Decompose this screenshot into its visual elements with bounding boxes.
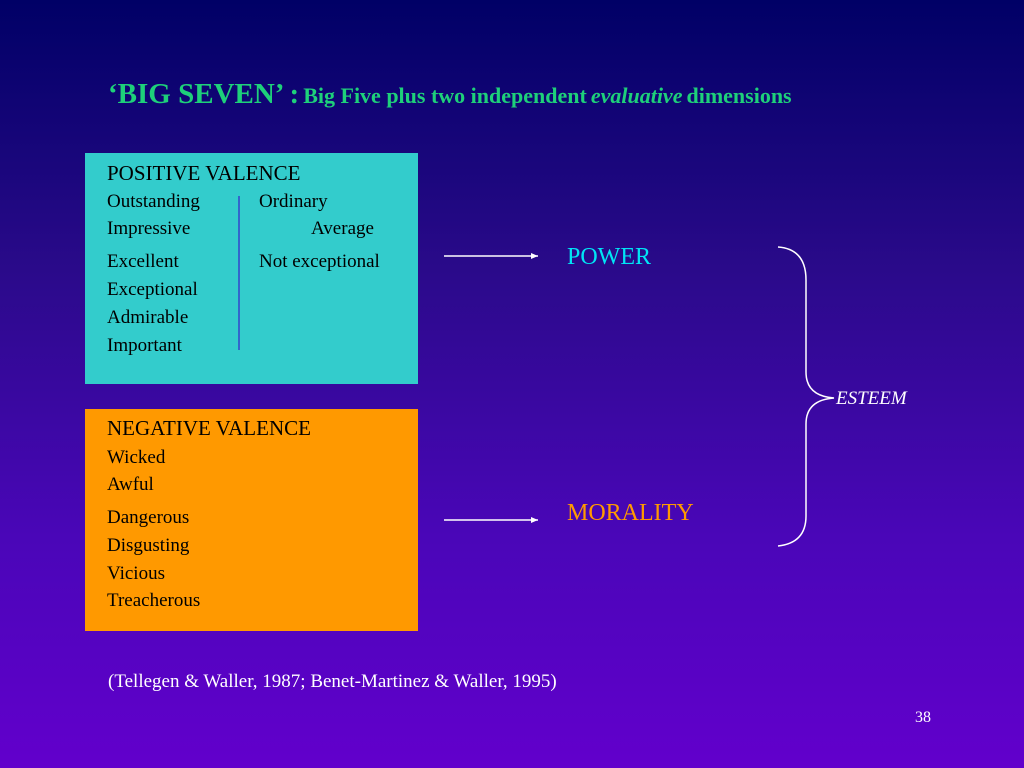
- positive-word-excellent: Excellent: [107, 251, 179, 272]
- negative-valence-box: NEGATIVE VALENCE Wicked Awful Dangerous …: [85, 409, 418, 631]
- citation: (Tellegen & Waller, 1987; Benet-Martinez…: [108, 671, 557, 692]
- negative-word-dangerous: Dangerous: [107, 507, 190, 528]
- positive-word-admirable: Admirable: [107, 307, 189, 328]
- title-sub-emphasis: evaluative: [590, 83, 683, 108]
- negative-word-treacherous: Treacherous: [107, 590, 201, 611]
- morality-label: MORALITY: [567, 500, 694, 526]
- positive-word-outstanding: Outstanding: [107, 191, 200, 212]
- neutral-word-not-exceptional: Not exceptional: [259, 251, 380, 272]
- neutral-word-ordinary: Ordinary: [259, 191, 328, 212]
- positive-valence-heading: POSITIVE VALENCE: [107, 161, 301, 185]
- power-label: POWER: [567, 244, 651, 270]
- neutral-word-average: Average: [311, 218, 374, 239]
- negative-word-awful: Awful: [107, 474, 154, 495]
- slide-title: ‘BIG SEVEN’ : Big Five plus two independ…: [108, 78, 792, 111]
- positive-valence-box: POSITIVE VALENCE Outstanding Impressive …: [85, 153, 418, 384]
- esteem-label: ESTEEM: [836, 388, 907, 409]
- column-divider: [238, 196, 240, 350]
- negative-word-wicked: Wicked: [107, 447, 166, 468]
- slide-number: 38: [915, 709, 931, 726]
- positive-word-exceptional: Exceptional: [107, 279, 198, 300]
- negative-valence-heading: NEGATIVE VALENCE: [107, 416, 311, 440]
- positive-word-impressive: Impressive: [107, 218, 191, 239]
- esteem-brace: [777, 246, 835, 547]
- title-sub-after: dimensions: [686, 83, 792, 108]
- title-main: ‘BIG SEVEN’ :: [108, 78, 300, 110]
- negative-word-disgusting: Disgusting: [107, 535, 190, 556]
- title-sub-before: Big Five plus two independent: [303, 83, 587, 108]
- negative-word-vicious: Vicious: [107, 563, 165, 584]
- positive-word-important: Important: [107, 335, 182, 356]
